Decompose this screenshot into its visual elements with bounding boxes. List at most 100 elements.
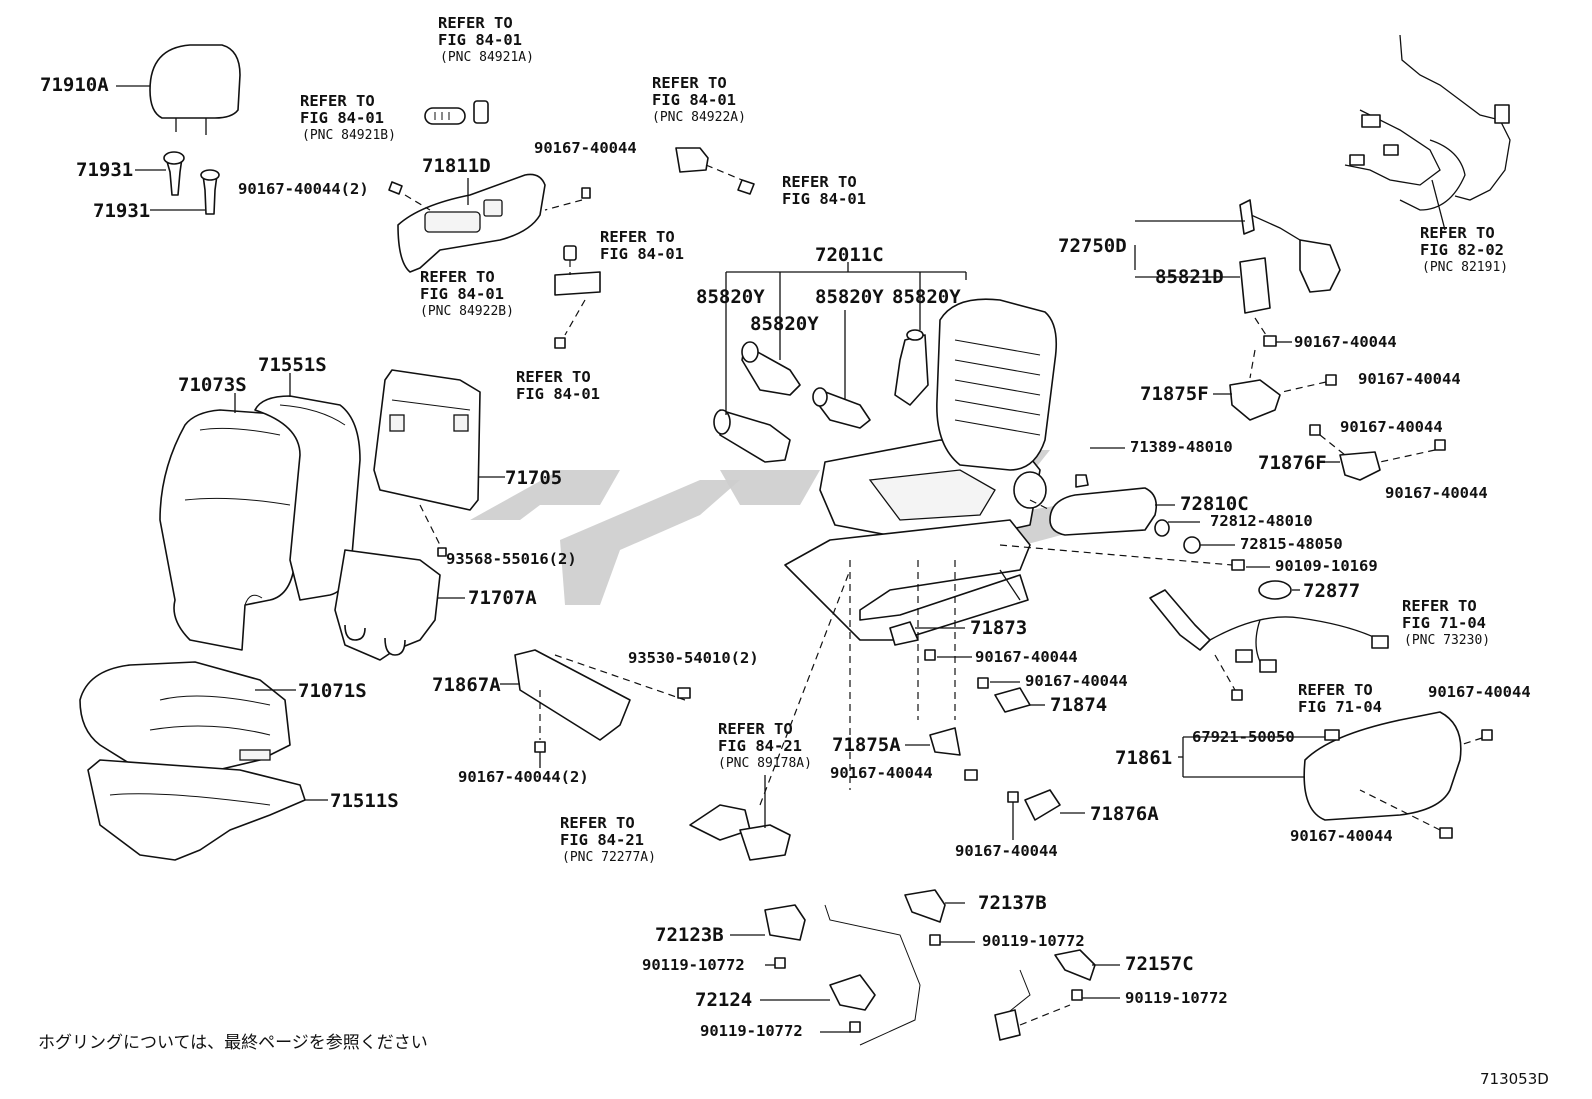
wire-72750d [1134, 199, 1341, 293]
label-ref-8421b-1: REFER TO [560, 814, 635, 832]
label-ref-7104b-2: FIG 71-04 [1298, 698, 1382, 716]
label-71861: 71861 [1115, 747, 1172, 769]
center-dash-guides [849, 560, 956, 790]
labels: 71910A 71931 71931 REFER TO FIG 84-01 (P… [40, 14, 1531, 1040]
label-ref-7104b-1: REFER TO [1298, 681, 1373, 699]
motor-85820y-b [741, 280, 801, 396]
label-71874: 71874 [1050, 694, 1107, 716]
label-ref-84921b-1: REFER TO [300, 92, 375, 110]
label-ref-8401-b-2: FIG 84-01 [600, 245, 684, 263]
label-72123b: 72123B [655, 924, 724, 946]
label-71389: 71389-48010 [1130, 438, 1233, 456]
lower-frame-outline [824, 904, 1071, 1046]
label-71875a: 71875A [832, 734, 901, 756]
washer-72812 [1154, 519, 1200, 537]
ecu-85821d [1239, 257, 1271, 314]
cap-71389 [1075, 447, 1125, 488]
cover-71867a [500, 649, 691, 768]
armrest-72810c [1029, 487, 1175, 536]
seat-side-shield-71811d [397, 173, 546, 273]
label-71705: 71705 [505, 467, 562, 489]
motor-85820y-a [713, 280, 791, 463]
label-72157c: 72157C [1125, 953, 1194, 975]
label-72812: 72812-48010 [1210, 512, 1313, 530]
switch-knob-84921b [424, 107, 466, 125]
label-71551s: 71551S [258, 354, 327, 376]
label-93530: 93530-54010(2) [628, 649, 759, 667]
figure-code: 713053D [1480, 1070, 1549, 1088]
cover-71876a [1007, 789, 1085, 840]
label-72137b: 72137B [978, 892, 1047, 914]
label-ref-8421b-3: (PNC 72277A) [562, 850, 656, 865]
label-71873: 71873 [970, 617, 1027, 639]
label-72810c: 72810C [1180, 493, 1249, 515]
label-71073s: 71073S [178, 374, 247, 396]
label-90167-r2: 90167-40044 [1358, 370, 1461, 388]
label-71511s: 71511S [330, 790, 399, 812]
cover-71873 [889, 621, 972, 661]
label-85820y-d: 85820Y [892, 286, 961, 308]
label-ref-84922b-3: (PNC 84922B) [420, 304, 514, 319]
label-85821d: 85821D [1155, 266, 1224, 288]
label-ref-7104a-3: (PNC 73230) [1404, 633, 1490, 648]
label-ref-8401-a-1: REFER TO [782, 173, 857, 191]
label-90167-m4: 90167-40044 [955, 842, 1058, 860]
label-71867a: 71867A [432, 674, 501, 696]
label-71875f: 71875F [1140, 383, 1209, 405]
label-85820y-c: 85820Y [815, 286, 884, 308]
label-90167-m3: 90167-40044 [830, 764, 933, 782]
outer-shield-71861 [1178, 711, 1493, 839]
seatback-lower-board-71707a [334, 549, 465, 661]
label-72815: 72815-48050 [1240, 535, 1343, 553]
label-90119-d: 90119-10772 [700, 1022, 803, 1040]
label-ref-84922a-3: (PNC 84922A) [652, 110, 746, 125]
label-67921: 67921-50050 [1192, 728, 1295, 746]
label-90167-r6: 90167-40044 [1290, 827, 1393, 845]
label-72124: 72124 [695, 989, 752, 1011]
label-90119-c: 90119-10772 [1125, 989, 1228, 1007]
label-ref-7104a-1: REFER TO [1402, 597, 1477, 615]
label-ref-84921a-3: (PNC 84921A) [440, 50, 534, 65]
label-90167-r5: 90167-40044 [1428, 683, 1531, 701]
seatback-board-71705 [373, 369, 505, 511]
washer-72815 [1183, 536, 1235, 554]
label-ref-8421a-1: REFER TO [718, 720, 793, 738]
label-90167-top: 90167-40044 [534, 139, 637, 157]
seat-adjuster-frame-72011c [725, 262, 1058, 641]
label-90167-r3: 90167-40044 [1340, 418, 1443, 436]
label-71931-b: 71931 [93, 200, 150, 222]
sensor-89178a [689, 569, 851, 861]
label-ref-84921b-3: (PNC 84921B) [302, 128, 396, 143]
seatbelt-buckle-73230 [1149, 589, 1389, 701]
label-90167-r4: 90167-40044 [1385, 484, 1488, 502]
bracket-72157c [1054, 949, 1120, 1001]
bracket-72124 [760, 974, 876, 1033]
label-90167-2-lower: 90167-40044(2) [458, 768, 589, 786]
label-ref-8202-2: FIG 82-02 [1420, 241, 1504, 259]
label-72750d: 72750D [1058, 235, 1127, 257]
label-ref-84922b-1: REFER TO [420, 268, 495, 286]
cap-72877 [1258, 580, 1300, 600]
label-ref-8401-c-2: FIG 84-01 [516, 385, 600, 403]
switch-84922a [675, 147, 755, 195]
label-ref-8401-c-1: REFER TO [516, 368, 591, 386]
label-ref-8202-3: (PNC 82191) [1422, 260, 1508, 275]
switch-bracket [554, 245, 601, 349]
screw-shield-right [544, 187, 591, 211]
label-ref-84921a-2: FIG 84-01 [438, 31, 522, 49]
label-ref-8421a-2: FIG 84-21 [718, 737, 802, 755]
bracket-72137b [904, 889, 975, 946]
screw-shield-left [388, 181, 431, 211]
label-90119-b: 90119-10772 [642, 956, 745, 974]
label-90167-m1: 90167-40044 [975, 648, 1078, 666]
label-ref-7104a-2: FIG 71-04 [1402, 614, 1486, 632]
label-90167-r1: 90167-40044 [1294, 333, 1397, 351]
label-ref-84922a-2: FIG 84-01 [652, 91, 736, 109]
label-ref-8421a-3: (PNC 89178A) [718, 756, 812, 771]
label-ref-8401-b-1: REFER TO [600, 228, 675, 246]
cover-71874 [977, 677, 1045, 713]
motor-85820y-c [812, 310, 871, 429]
label-85820y-a: 85820Y [696, 286, 765, 308]
headrest-guide-b [150, 169, 220, 215]
